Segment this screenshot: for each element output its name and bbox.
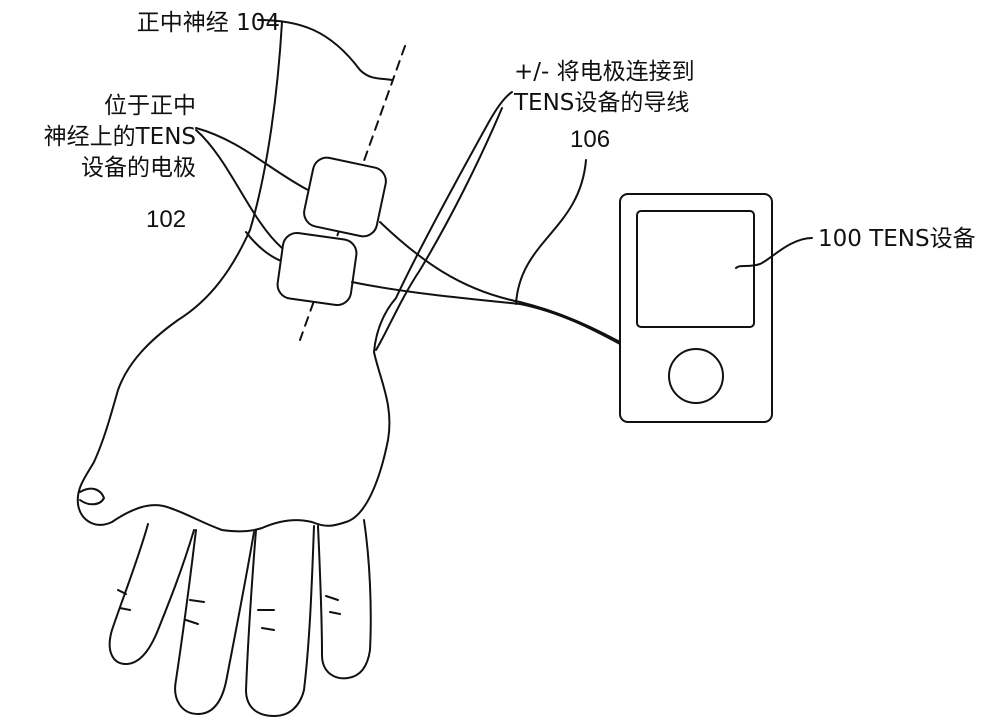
lead-wire-2 [352,282,620,344]
electrodes-ref-label: 102 [146,204,186,235]
device-label: 100 TENS设备 [818,224,976,255]
lead-ref-label: 106 [570,124,610,155]
finger-4 [318,520,371,678]
electrode-upper [302,155,389,239]
knuckle-marks [118,590,340,630]
leader-lead [376,108,502,350]
lead-label-line1: +/- 将电极连接到 [514,57,695,88]
electrode-lower [276,231,358,307]
lead-wire-1 [380,222,620,342]
electrodes-label-line1: 位于正中 [40,91,196,122]
electrodes-label-line2: 神经上的TENS [4,122,196,153]
leader-electrodes-upper [196,128,308,190]
finger-3 [246,526,314,716]
tens-device-body [620,194,772,422]
finger-2 [175,530,254,714]
lead-label-line2: TENS设备的导线 [514,88,689,119]
thumb-nail [80,489,104,505]
leader-106 [516,160,586,304]
median-nerve-label: 正中神经 104 [96,8,280,39]
electrodes-label-line3: 设备的电极 [40,153,196,184]
wrist-line [246,232,284,262]
